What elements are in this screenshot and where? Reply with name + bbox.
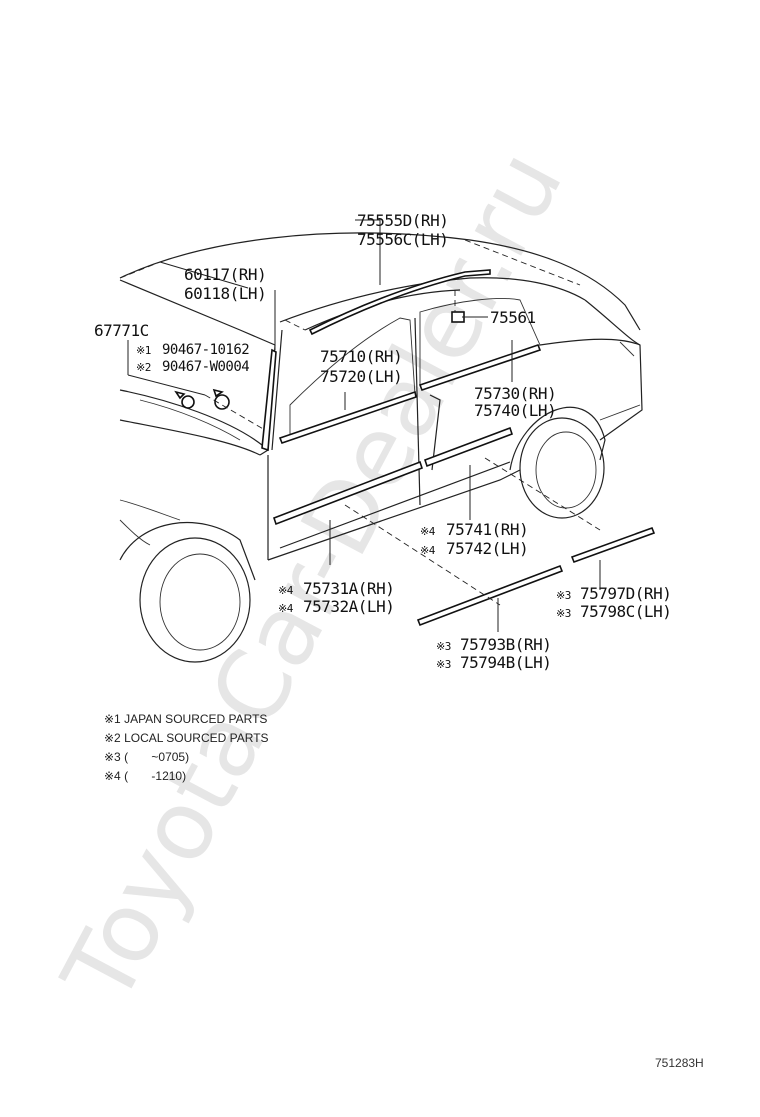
windshield-moulding bbox=[261, 348, 277, 452]
label-60117: 60117(RH) bbox=[184, 265, 266, 284]
watermark: ToyotaCar-Dealer.ru bbox=[41, 133, 584, 1022]
label-75741: 75741(RH) bbox=[446, 520, 528, 539]
footnotes: ※1 JAPAN SOURCED PARTS ※2 LOCAL SOURCED … bbox=[104, 712, 269, 783]
label-67771c: 67771C bbox=[94, 321, 149, 340]
mark-4-front-rh: ※4 bbox=[278, 584, 294, 597]
part-callouts: 75555D(RH) 75556C(LH) 60117(RH) 60118(LH… bbox=[94, 211, 672, 672]
mark-1: ※1 bbox=[136, 344, 151, 357]
label-75794b: 75794B(LH) bbox=[460, 653, 551, 672]
mark-4-front-lh: ※4 bbox=[278, 602, 294, 615]
label-75798c: 75798C(LH) bbox=[580, 602, 671, 621]
label-75797d: 75797D(RH) bbox=[580, 584, 671, 603]
label-75742: 75742(LH) bbox=[446, 539, 528, 558]
mark-3-front-rh: ※3 bbox=[436, 640, 451, 653]
mark-3-rear-rh: ※3 bbox=[556, 589, 571, 602]
mark-4-rear-rh: ※4 bbox=[420, 525, 436, 538]
label-75720: 75720(LH) bbox=[320, 367, 402, 386]
rear-rocker-moulding bbox=[570, 526, 656, 564]
mark-3-front-lh: ※3 bbox=[436, 658, 451, 671]
mark-3-rear-lh: ※3 bbox=[556, 607, 571, 620]
note-1: ※1 JAPAN SOURCED PARTS bbox=[104, 712, 267, 726]
roof-moulding bbox=[308, 269, 491, 336]
label-75710: 75710(RH) bbox=[320, 347, 402, 366]
label-75556c: 75556C(LH) bbox=[357, 230, 448, 249]
mark-4-rear-lh: ※4 bbox=[420, 544, 436, 557]
rear-side-moulding bbox=[423, 426, 514, 468]
front-belt-moulding bbox=[278, 390, 417, 445]
note-2: ※2 LOCAL SOURCED PARTS bbox=[104, 731, 269, 745]
front-rocker-moulding bbox=[416, 564, 564, 627]
note-4: ※4 ( -1210) bbox=[104, 769, 186, 783]
note-3: ※3 ( ~0705) bbox=[104, 750, 189, 764]
label-90467-10162: 90467-10162 bbox=[162, 342, 249, 358]
label-75732a: 75732A(LH) bbox=[303, 597, 394, 616]
label-90467-w0004: 90467-W0004 bbox=[162, 359, 249, 375]
diagram-code: 751283H bbox=[655, 1056, 704, 1070]
front-side-moulding bbox=[272, 460, 424, 526]
label-75793b: 75793B(RH) bbox=[460, 635, 551, 654]
leader-lines bbox=[119, 219, 601, 632]
label-75561: 75561 bbox=[490, 308, 536, 327]
label-75555d: 75555D(RH) bbox=[357, 211, 448, 230]
rear-belt-moulding bbox=[418, 343, 542, 392]
label-75740: 75740(LH) bbox=[474, 401, 556, 420]
screw-parts bbox=[174, 388, 230, 410]
label-75731a: 75731A(RH) bbox=[303, 579, 394, 598]
label-60118: 60118(LH) bbox=[184, 284, 266, 303]
mark-2: ※2 bbox=[136, 361, 151, 374]
car-body-drawing bbox=[119, 232, 643, 663]
label-75730: 75730(RH) bbox=[474, 384, 556, 403]
moulding-parts bbox=[174, 269, 656, 627]
